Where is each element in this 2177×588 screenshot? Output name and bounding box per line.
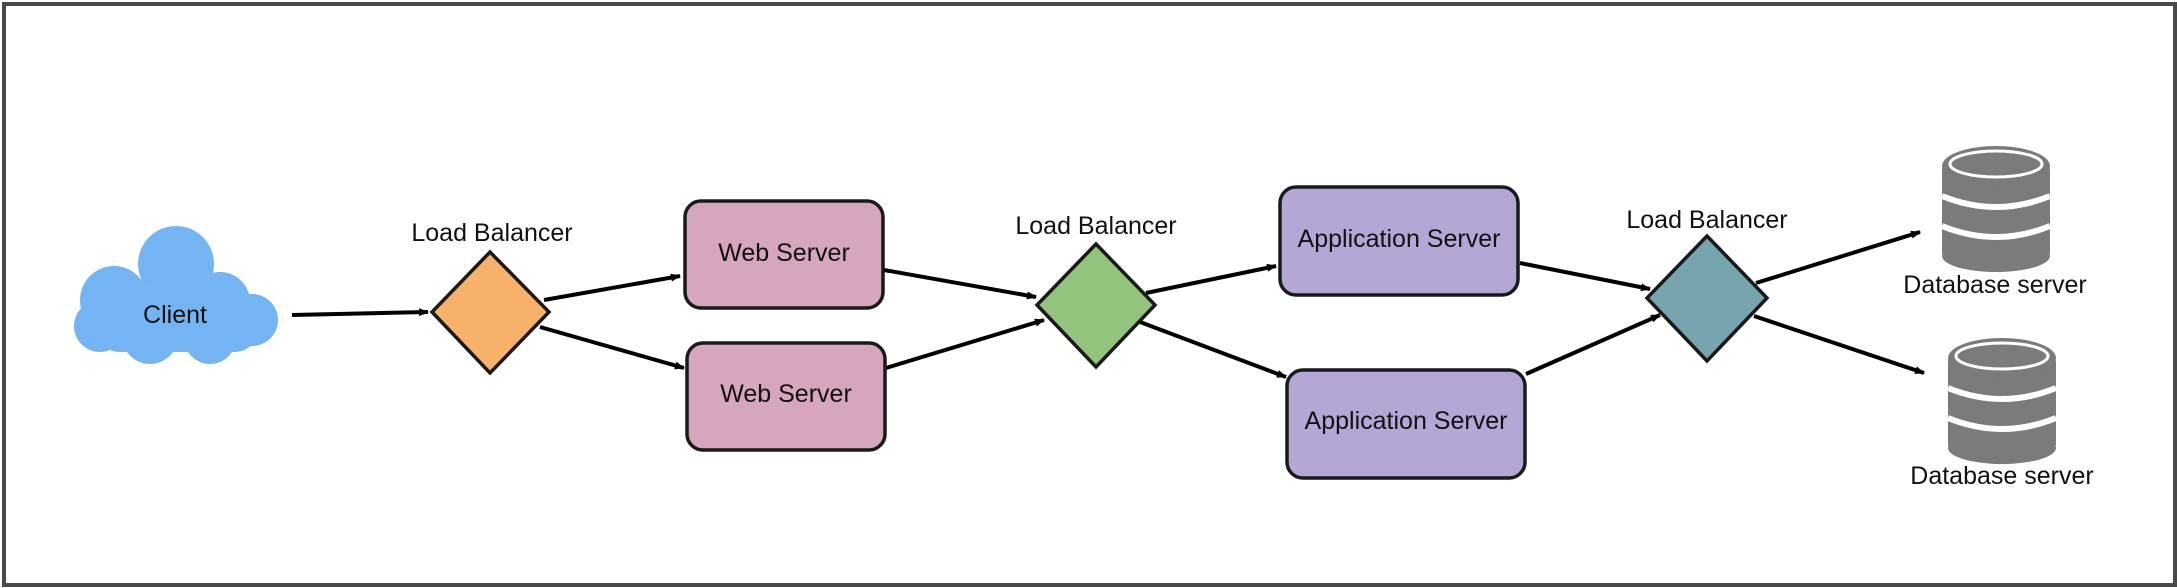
cloud-icon <box>74 226 278 364</box>
application-server-1: Application Server <box>1278 185 1520 297</box>
edge-client-lb1 <box>291 308 429 317</box>
web-server-1-box <box>683 199 885 310</box>
load-balancer-3-diamond <box>1644 233 1770 364</box>
web-server-2-box <box>685 341 887 452</box>
load-balancer-1: Load Balancer <box>411 219 573 376</box>
database-server-1-label: Database server <box>1903 271 2086 299</box>
edge-lb2-app2 <box>1139 320 1287 379</box>
load-balancer-3-label: Load Balancer <box>1626 206 1787 234</box>
load-balancer-2: Load Balancer <box>1015 212 1177 370</box>
database-server-2-label: Database server <box>1910 462 2093 490</box>
web-server-2: Web Server <box>685 341 887 452</box>
edge-lb3-db1 <box>1755 230 1921 285</box>
load-balancer-2-diamond <box>1034 241 1158 370</box>
application-server-2-box <box>1285 368 1527 480</box>
edge-app2-lb3 <box>1525 313 1661 376</box>
database-icon <box>1946 338 2058 464</box>
database-icon <box>1940 146 2052 272</box>
application-server-2: Application Server <box>1285 368 1527 480</box>
client-node: Client <box>74 226 278 364</box>
application-server-2-label: Application Server <box>1305 407 1508 435</box>
application-server-1-label: Application Server <box>1298 225 1501 253</box>
edge-lb1-web2 <box>539 325 685 370</box>
edge-lb2-app1 <box>1145 263 1277 295</box>
web-server-2-label: Web Server <box>720 380 852 408</box>
load-balancer-2-label: Load Balancer <box>1015 212 1176 240</box>
edge-web1-lb2 <box>883 268 1037 300</box>
load-balancer-1-diamond <box>429 249 552 376</box>
edge-app1-lb3 <box>1519 261 1651 292</box>
application-server-1-box <box>1278 185 1520 297</box>
load-balancer-3: Load Balancer <box>1626 206 1788 364</box>
database-server-1: Database server <box>1903 146 2087 299</box>
edge-lb1-web1 <box>543 273 681 302</box>
client-label: Client <box>143 301 207 329</box>
load-balancer-1-label: Load Balancer <box>411 219 572 247</box>
web-server-1: Web Server <box>683 199 885 310</box>
edge-lb3-db2 <box>1753 314 1925 375</box>
edges <box>291 230 1925 379</box>
database-server-2: Database server <box>1910 338 2094 490</box>
edge-web2-lb2 <box>885 318 1045 370</box>
web-server-1-label: Web Server <box>718 239 850 267</box>
